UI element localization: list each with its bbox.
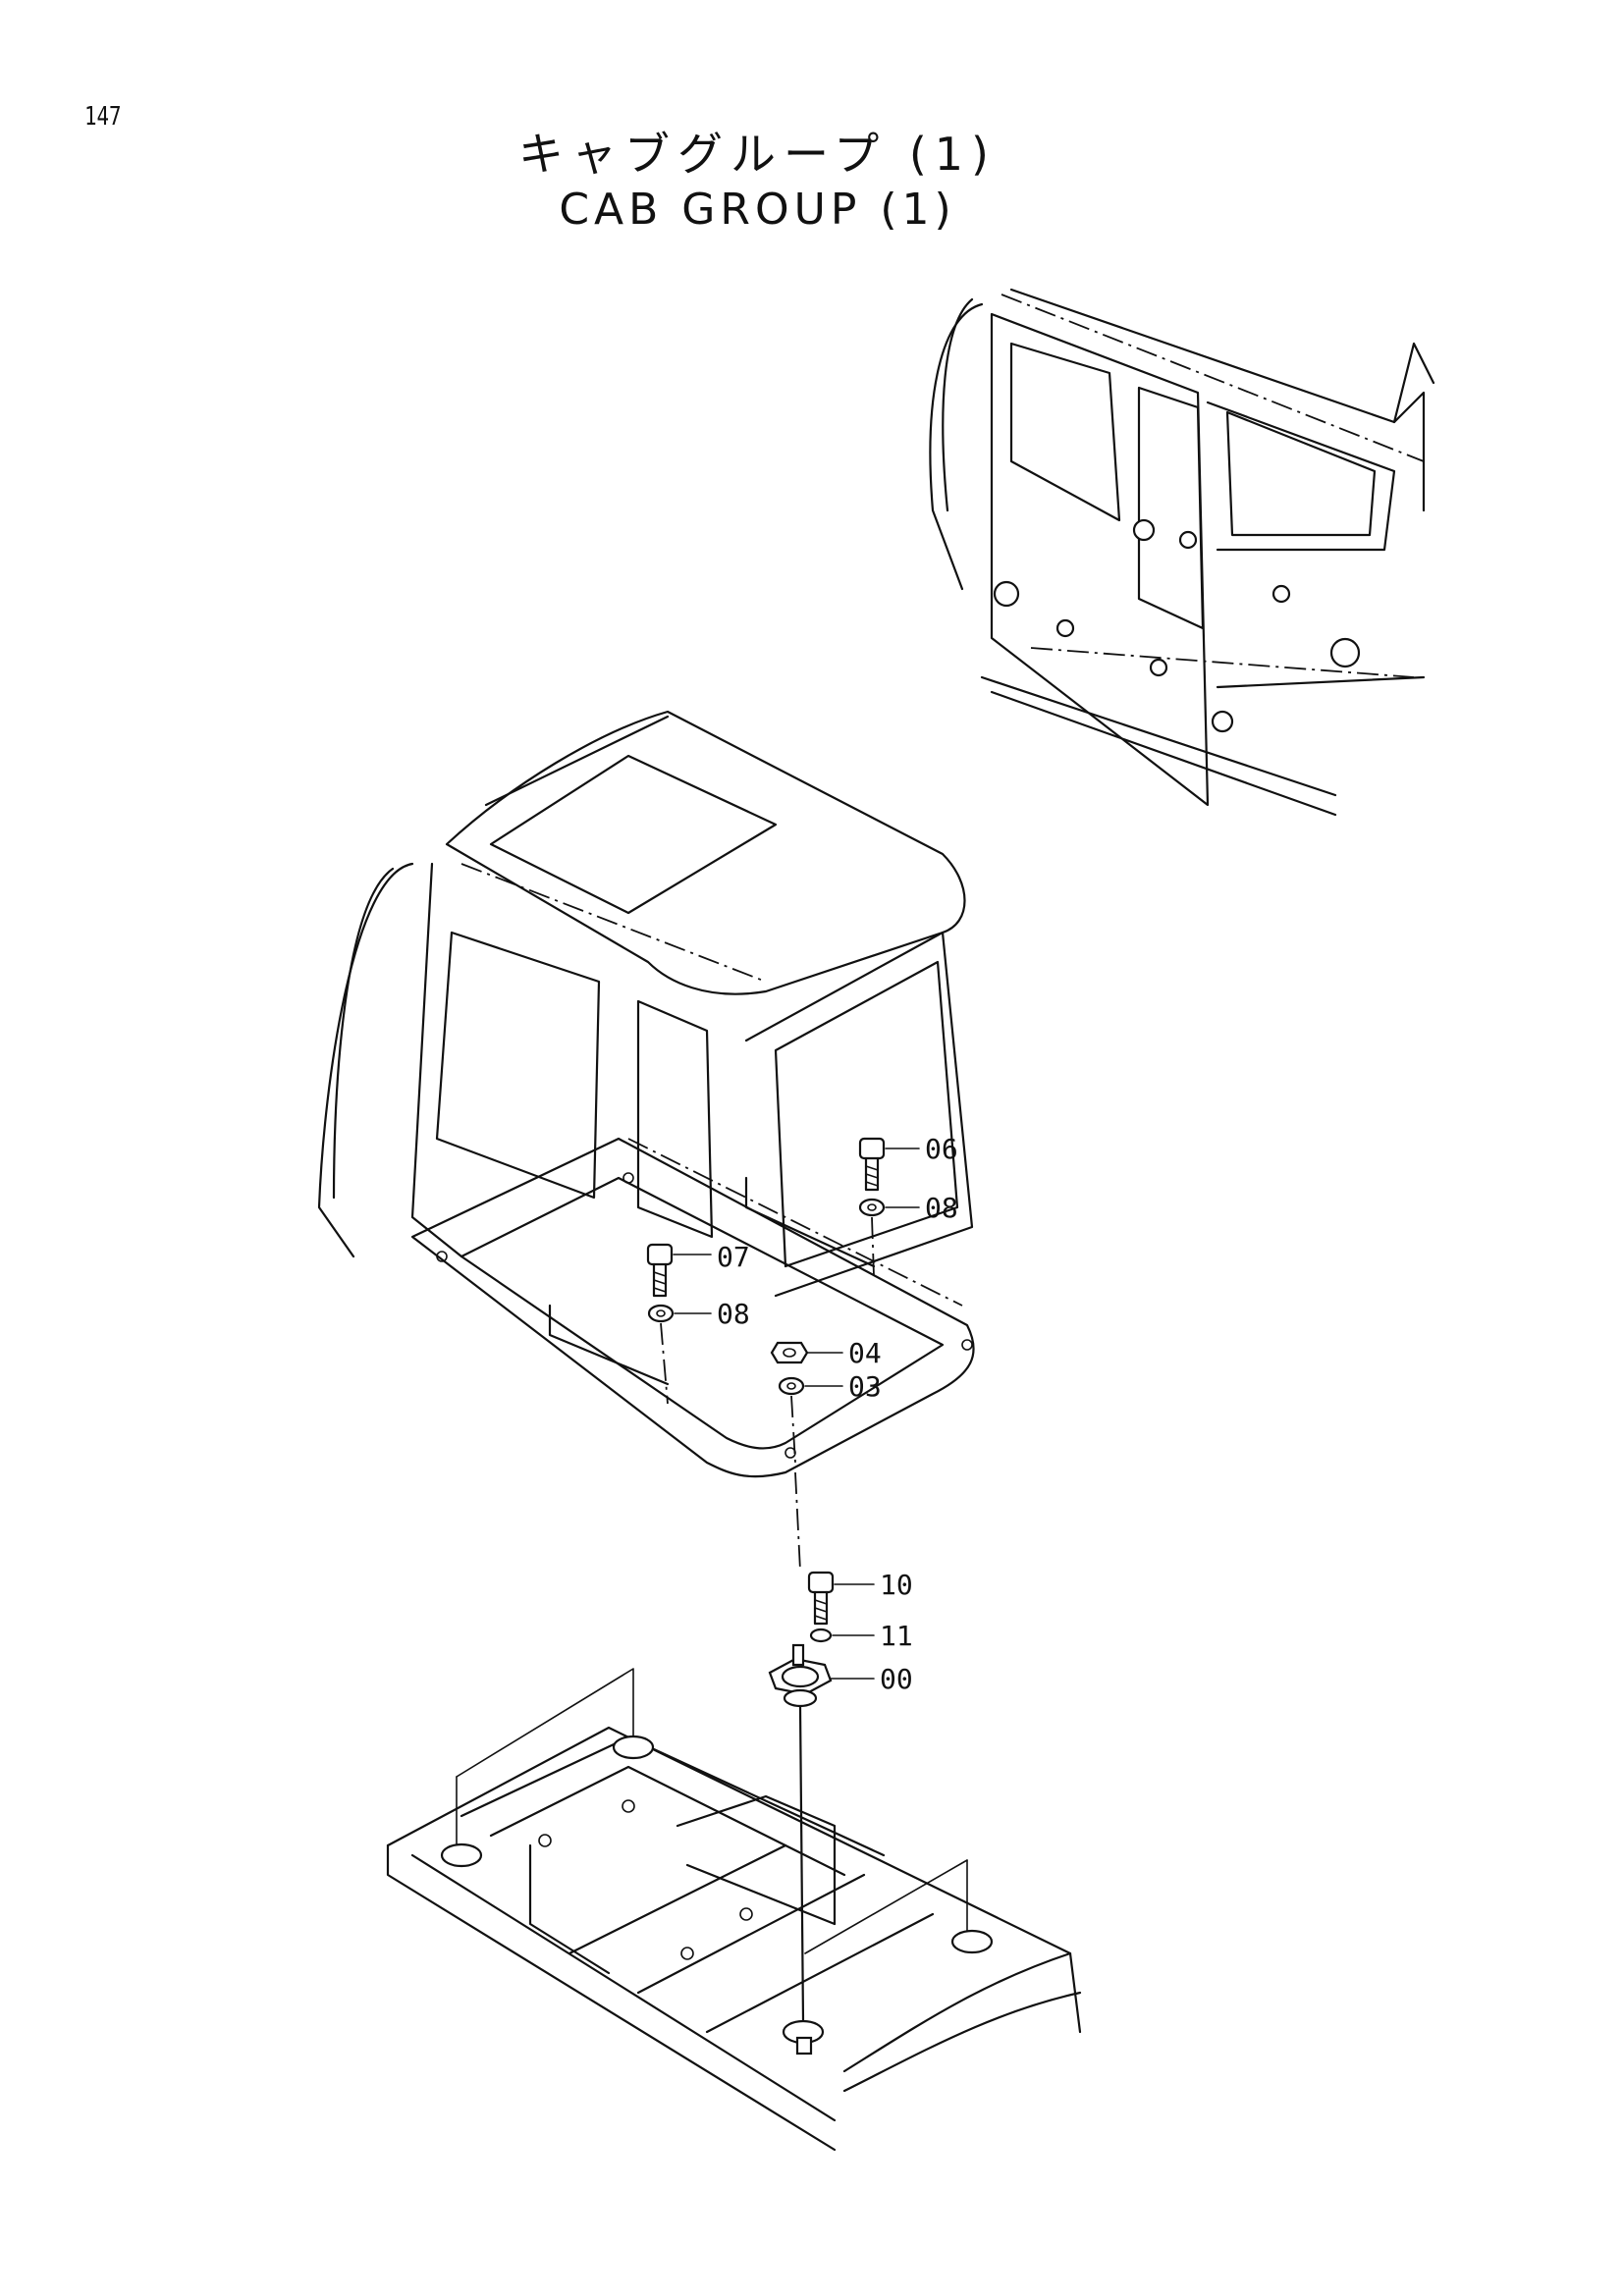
inset-mount-2 <box>1211 710 1234 733</box>
inset-bolt-2 <box>1132 518 1156 542</box>
fastener-04: 04 <box>770 1337 882 1369</box>
fastener-08-upper: 08 <box>858 1192 958 1277</box>
inset-bolt-4 <box>1149 658 1168 677</box>
fastener-03: 03 <box>778 1370 882 1464</box>
cab-side-inset <box>929 288 1435 817</box>
frame-mount-hole-2 <box>612 1735 655 1760</box>
inset-mount-1 <box>993 580 1020 608</box>
cab-mount-00: 00 <box>768 1643 913 1708</box>
fastener-11: 11 <box>809 1620 913 1652</box>
fastener-06: 06 <box>858 1133 958 1192</box>
mount-axis-lower <box>798 1704 805 2024</box>
upper-frame <box>386 1668 1082 2152</box>
title-english: CAB GROUP (1) <box>559 185 956 235</box>
inset-bolt-3 <box>1178 530 1198 550</box>
fastener-08-lower: 08 <box>647 1298 750 1405</box>
title-japanese: キャブグループ (1) <box>517 128 998 181</box>
callout-04: 04 <box>848 1337 882 1369</box>
callout-03: 03 <box>848 1370 882 1403</box>
fastener-07: 07 <box>646 1241 750 1298</box>
title-block: キャブグループ (1) CAB GROUP (1) <box>0 126 1515 238</box>
inset-mount-3 <box>1329 637 1361 668</box>
callout-08-upper: 08 <box>925 1192 958 1224</box>
callout-10: 10 <box>880 1569 913 1601</box>
cab-body <box>317 710 975 1478</box>
callout-11: 11 <box>880 1620 913 1652</box>
inset-bolt-1 <box>1055 618 1075 638</box>
callout-08-lower: 08 <box>717 1298 750 1330</box>
fastener-10: 10 <box>807 1569 913 1626</box>
page-number: 147 <box>84 102 122 132</box>
inset-bolt-5 <box>1271 584 1291 604</box>
frame-mount-hole-1 <box>440 1842 483 1868</box>
callout-00: 00 <box>880 1663 913 1695</box>
callout-07: 07 <box>717 1241 750 1273</box>
mount-axis-upper <box>794 1471 801 1572</box>
callout-06: 06 <box>925 1133 958 1165</box>
frame-mount-hole-3 <box>950 1929 994 1954</box>
